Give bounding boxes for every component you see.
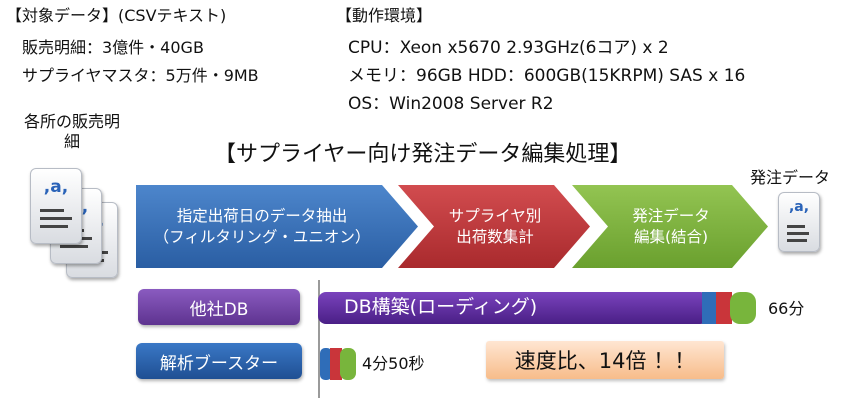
step-aggregate: サプライヤ別 出荷数集計 xyxy=(398,185,590,268)
step-aggregate-line2: 出荷数集計 xyxy=(456,227,534,246)
environment-os: OS：Win2008 Server R2 xyxy=(348,94,554,114)
label-analysis-booster: 解析ブースター xyxy=(136,343,302,379)
doc-glyph: ,a, xyxy=(788,199,810,215)
process-title: 【サプライヤー向け発注データ編集処理】 xyxy=(214,142,632,167)
environment-memory: メモリ：96GB HDD：600GB(15KRPM) SAS x 16 xyxy=(348,66,746,86)
target-data-supplier: サプライヤマスタ：5万件・9MB xyxy=(22,66,259,85)
bar-other-db-text: DB構築(ローディング) xyxy=(344,296,538,318)
step-edit-line1: 発注データ xyxy=(632,206,710,225)
target-data-sales: 販売明細：3億件・40GB xyxy=(22,38,204,57)
step-extract: 指定出荷日のデータ抽出 （フィルタリング・ユニオン） xyxy=(136,185,418,268)
output-document-icon: ,a, xyxy=(778,192,820,252)
label-other-db: 他社DB xyxy=(138,289,300,325)
source-label: 各所の販売明細 xyxy=(23,112,120,151)
step-extract-line1: 指定出荷日のデータ抽出 xyxy=(176,206,348,225)
baseline-divider xyxy=(318,280,320,398)
speed-ratio-callout: 速度比、14倍 ！！ xyxy=(486,341,724,379)
value-analysis-booster: 4分50秒 xyxy=(362,354,425,373)
environment-title: 【動作環境】 xyxy=(336,6,433,25)
bar-analysis-booster xyxy=(320,348,356,380)
value-other-db: 66分 xyxy=(768,299,805,318)
step-aggregate-line1: サプライヤ別 xyxy=(448,206,542,225)
document-icon: ,a, xyxy=(30,168,82,244)
step-edit-line2: 編集(結合) xyxy=(633,227,709,246)
output-label: 発注データ xyxy=(750,168,831,187)
step-extract-line2: （フィルタリング・ユニオン） xyxy=(153,227,371,246)
environment-cpu: CPU：Xeon x5670 2.93GHz(6コア) x 2 xyxy=(348,38,669,58)
step-edit: 発注データ 編集(結合) xyxy=(572,185,768,268)
doc-glyph: ,a, xyxy=(43,177,69,197)
bar-other-db xyxy=(318,292,756,324)
target-data-title: 【対象データ】(CSVテキスト) xyxy=(6,6,227,25)
